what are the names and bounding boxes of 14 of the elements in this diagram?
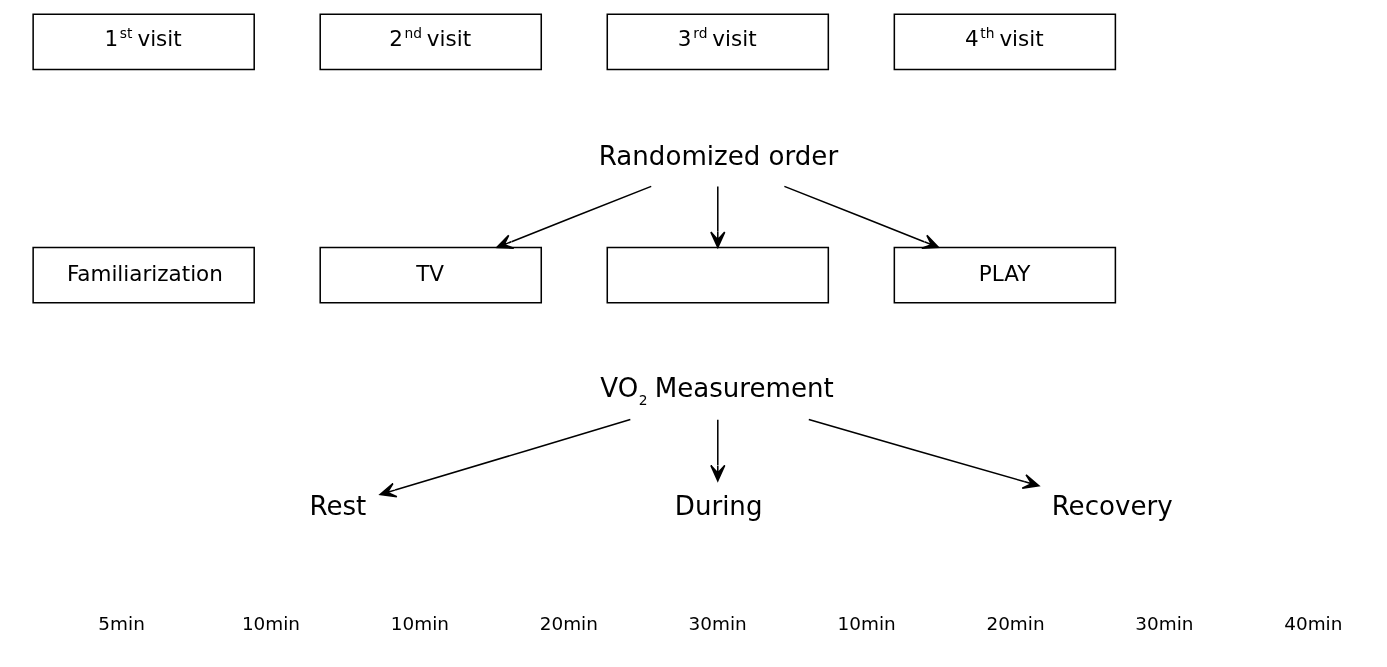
- node-text: Recovery: [1051, 490, 1173, 521]
- label: 20min: [985, 612, 1045, 634]
- label: 30min: [1134, 612, 1193, 634]
- label: 10min: [390, 612, 449, 634]
- label: 20min: [539, 612, 598, 634]
- label: 10min: [241, 612, 300, 634]
- node-text: During: [674, 490, 762, 521]
- node-text: Rest: [308, 490, 366, 521]
- node-text: VO$_{2}$ Measurement: [599, 372, 834, 408]
- label: 30min: [688, 612, 747, 634]
- node-text: Randomized order: [598, 140, 838, 171]
- label: 5min: [97, 612, 145, 634]
- label: 10min: [837, 612, 896, 634]
- label: 40min: [1283, 612, 1342, 634]
